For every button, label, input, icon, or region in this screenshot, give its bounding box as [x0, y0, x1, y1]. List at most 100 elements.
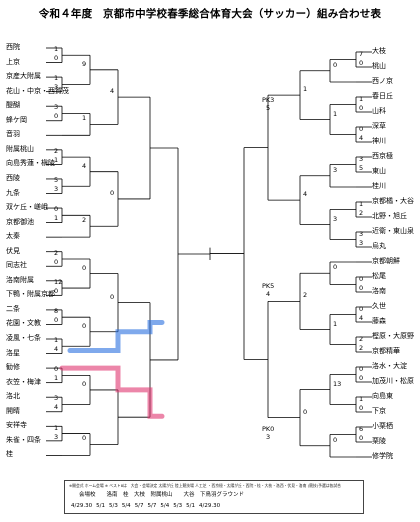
left-score: 8	[54, 307, 59, 316]
footer-note: ※開会式 ホーム会場 ※ ベスト8は 大会・会場決定 太陽が丘 陸上競技場 人工…	[69, 483, 341, 488]
right-team-13: 近衛・東山泉	[372, 227, 414, 235]
left-team-23: 勧修	[6, 363, 20, 372]
left-team-27: 安祥寺	[6, 421, 27, 430]
left-score: 0	[82, 321, 87, 330]
right-score: 1	[359, 394, 364, 403]
left-team-29: 桂	[6, 450, 13, 459]
right-team-3: 西ノ京	[372, 77, 393, 85]
right-score: 3	[359, 154, 364, 163]
right-team-21: 京都精華	[372, 347, 400, 355]
left-score: 0	[110, 292, 115, 301]
right-score: 4	[303, 190, 308, 199]
left-score: 0	[54, 316, 59, 325]
left-score: 3	[54, 83, 59, 92]
left-score: 4	[54, 345, 59, 354]
right-score: 4	[359, 313, 364, 322]
pk-score: 3	[266, 432, 271, 441]
left-team-5: 醍醐	[6, 101, 20, 110]
right-team-7: 神川	[372, 137, 386, 145]
left-score: 2	[54, 147, 59, 156]
left-score: 4	[82, 161, 87, 170]
right-team-16: 松尾	[372, 272, 386, 280]
footer-date: 5/7	[134, 503, 144, 509]
right-score: 0	[359, 124, 364, 133]
right-score: 0	[333, 60, 338, 69]
pk-label: PK3	[262, 96, 275, 105]
left-score: 1	[54, 374, 59, 383]
right-team-11: 京都橘・大谷	[372, 197, 414, 205]
page-title: 令和４年度 京都市中学校春季総合体育大会（サッカー）組み合わせ表	[38, 8, 382, 20]
left-score: 4	[54, 403, 59, 412]
left-score: 1	[82, 114, 87, 123]
left-score: 0	[110, 188, 115, 197]
left-team-9: 向島秀蓮・槇陵	[6, 159, 55, 168]
right-score: 1	[359, 94, 364, 103]
left-team-15: 伏見	[6, 246, 20, 255]
right-score: 1	[303, 85, 308, 94]
right-score: 3	[359, 229, 364, 238]
right-score: 1	[359, 199, 364, 208]
left-score: 9	[82, 59, 87, 68]
left-score: 0	[54, 365, 59, 374]
left-team-24: 衣笠・梅津	[6, 377, 41, 386]
left-team-12: 双ケ丘・嵯峨	[6, 203, 48, 212]
pk-label: PK0	[262, 424, 275, 433]
right-score: 0	[359, 373, 364, 382]
left-score: 0	[54, 54, 59, 63]
right-score: 5	[359, 163, 364, 172]
footer-date: 5/4	[121, 503, 131, 509]
right-score: 0	[333, 435, 338, 444]
pk-score: 4	[266, 290, 271, 299]
right-team-1: 大枝	[372, 47, 386, 55]
schedule-footer: ※開会式 ホーム会場 ※ ベスト8は 大会・会場決定 太陽が丘 陸上競技場 人工…	[64, 480, 364, 514]
left-score: 0	[82, 379, 87, 388]
right-team-12: 北野・旭丘	[372, 212, 407, 220]
footer-date: 5/1	[96, 503, 105, 509]
left-team-4: 花山・中京・西賀茂	[6, 86, 69, 95]
right-team-23: 加茂川・松原	[372, 377, 414, 385]
right-score: 3	[333, 165, 338, 174]
left-team-14: 太秦	[6, 232, 20, 241]
left-score: 5	[54, 176, 59, 185]
left-score: 1	[54, 45, 59, 54]
right-score: 0	[359, 364, 364, 373]
left-score: 1	[54, 336, 59, 345]
left-team-18: 下鴨・附属京都	[6, 290, 55, 299]
left-team-17: 洛南附属	[6, 275, 34, 284]
left-team-16: 同志社	[6, 261, 27, 270]
left-score: 1	[54, 156, 59, 165]
left-score: 0	[82, 434, 87, 443]
right-score: 7	[359, 49, 364, 58]
right-team-17: 洛南	[372, 287, 386, 295]
tournament-bracket	[46, 47, 372, 458]
right-team-27: 栗陵	[372, 437, 386, 445]
pk-score: 5	[266, 104, 271, 113]
right-team-24: 向島東	[372, 392, 393, 400]
left-score: 2	[82, 216, 87, 225]
left-team-7: 音羽	[6, 130, 20, 139]
left-score: 12	[54, 278, 63, 287]
right-score: 2	[359, 343, 364, 352]
footer-date: 4/29.30	[198, 503, 221, 509]
left-score: 2	[54, 248, 59, 257]
left-team-21: 凌風・七条	[6, 334, 41, 342]
left-score: 4	[110, 87, 115, 96]
footer-date: 5/7	[147, 503, 157, 509]
right-score: 6	[359, 424, 364, 433]
left-team-20: 花園・文教	[6, 319, 41, 328]
left-team-11: 九条	[6, 188, 20, 197]
left-team-19: 二条	[6, 304, 20, 313]
right-score: 2	[359, 208, 364, 217]
right-team-8: 西京極	[372, 152, 393, 160]
left-team-8: 附属桃山	[6, 144, 34, 153]
pk-label: PK5	[262, 282, 275, 291]
right-team-9: 東山	[372, 167, 386, 175]
footer-date: 5/1	[186, 503, 195, 509]
right-score: 0	[359, 433, 364, 442]
right-score: 1	[333, 319, 338, 328]
left-score: 0	[54, 287, 59, 296]
right-team-10: 桂川	[372, 182, 386, 190]
left-score: 3	[54, 394, 59, 403]
right-team-2: 桃山	[372, 62, 386, 70]
